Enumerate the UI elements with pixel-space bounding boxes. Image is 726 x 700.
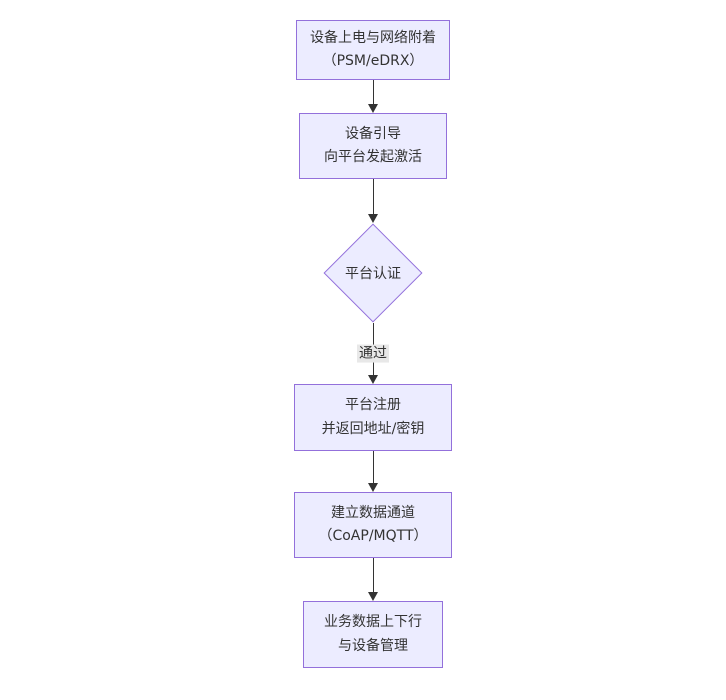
node-label-line: 设备引导 xyxy=(345,125,401,142)
node-register: 平台注册 并返回地址/密钥 xyxy=(294,384,452,451)
node-label-line: （PSM/eDRX） xyxy=(322,53,424,69)
arrowhead-icon xyxy=(368,104,378,113)
node-label-line: 与设备管理 xyxy=(338,637,408,654)
node-label-line: 平台认证 xyxy=(345,266,401,282)
node-label-line: 向平台发起激活 xyxy=(324,149,422,165)
arrowhead-icon xyxy=(368,592,378,601)
edge-auth-to-register: 通过 xyxy=(357,323,389,384)
arrowhead-icon xyxy=(368,214,378,223)
node-power-attach: 设备上电与网络附着 （PSM/eDRX） xyxy=(296,20,450,80)
node-label-line: 业务数据上下行 xyxy=(324,614,422,631)
edge-register-to-channel xyxy=(368,451,378,492)
edge-label-pass: 通过 xyxy=(357,344,389,363)
node-label-line: 并返回地址/密钥 xyxy=(321,420,425,437)
edge-line xyxy=(372,558,374,592)
arrowhead-icon xyxy=(368,483,378,492)
node-business: 业务数据上下行 与设备管理 xyxy=(303,601,443,668)
edge-line xyxy=(372,179,374,214)
edge-bootstrap-to-auth xyxy=(368,179,378,223)
edge-line xyxy=(372,80,374,104)
edge-line xyxy=(372,451,374,483)
node-label-line: 建立数据通道 xyxy=(331,504,415,521)
node-data-channel: 建立数据通道 （CoAP/MQTT） xyxy=(294,492,452,558)
node-label-line: 设备上电与网络附着 xyxy=(310,29,436,46)
edge-power-to-bootstrap xyxy=(368,80,378,113)
edge-channel-to-business xyxy=(368,558,378,601)
node-label-line: （CoAP/MQTT） xyxy=(318,528,428,544)
node-label-line: 平台注册 xyxy=(345,397,401,414)
flowchart-column: 设备上电与网络附着 （PSM/eDRX） 设备引导 向平台发起激活 平台认证 通… xyxy=(294,20,452,668)
node-bootstrap: 设备引导 向平台发起激活 xyxy=(299,113,447,179)
node-platform-auth: 平台认证 xyxy=(323,223,423,323)
arrowhead-icon xyxy=(368,375,378,384)
